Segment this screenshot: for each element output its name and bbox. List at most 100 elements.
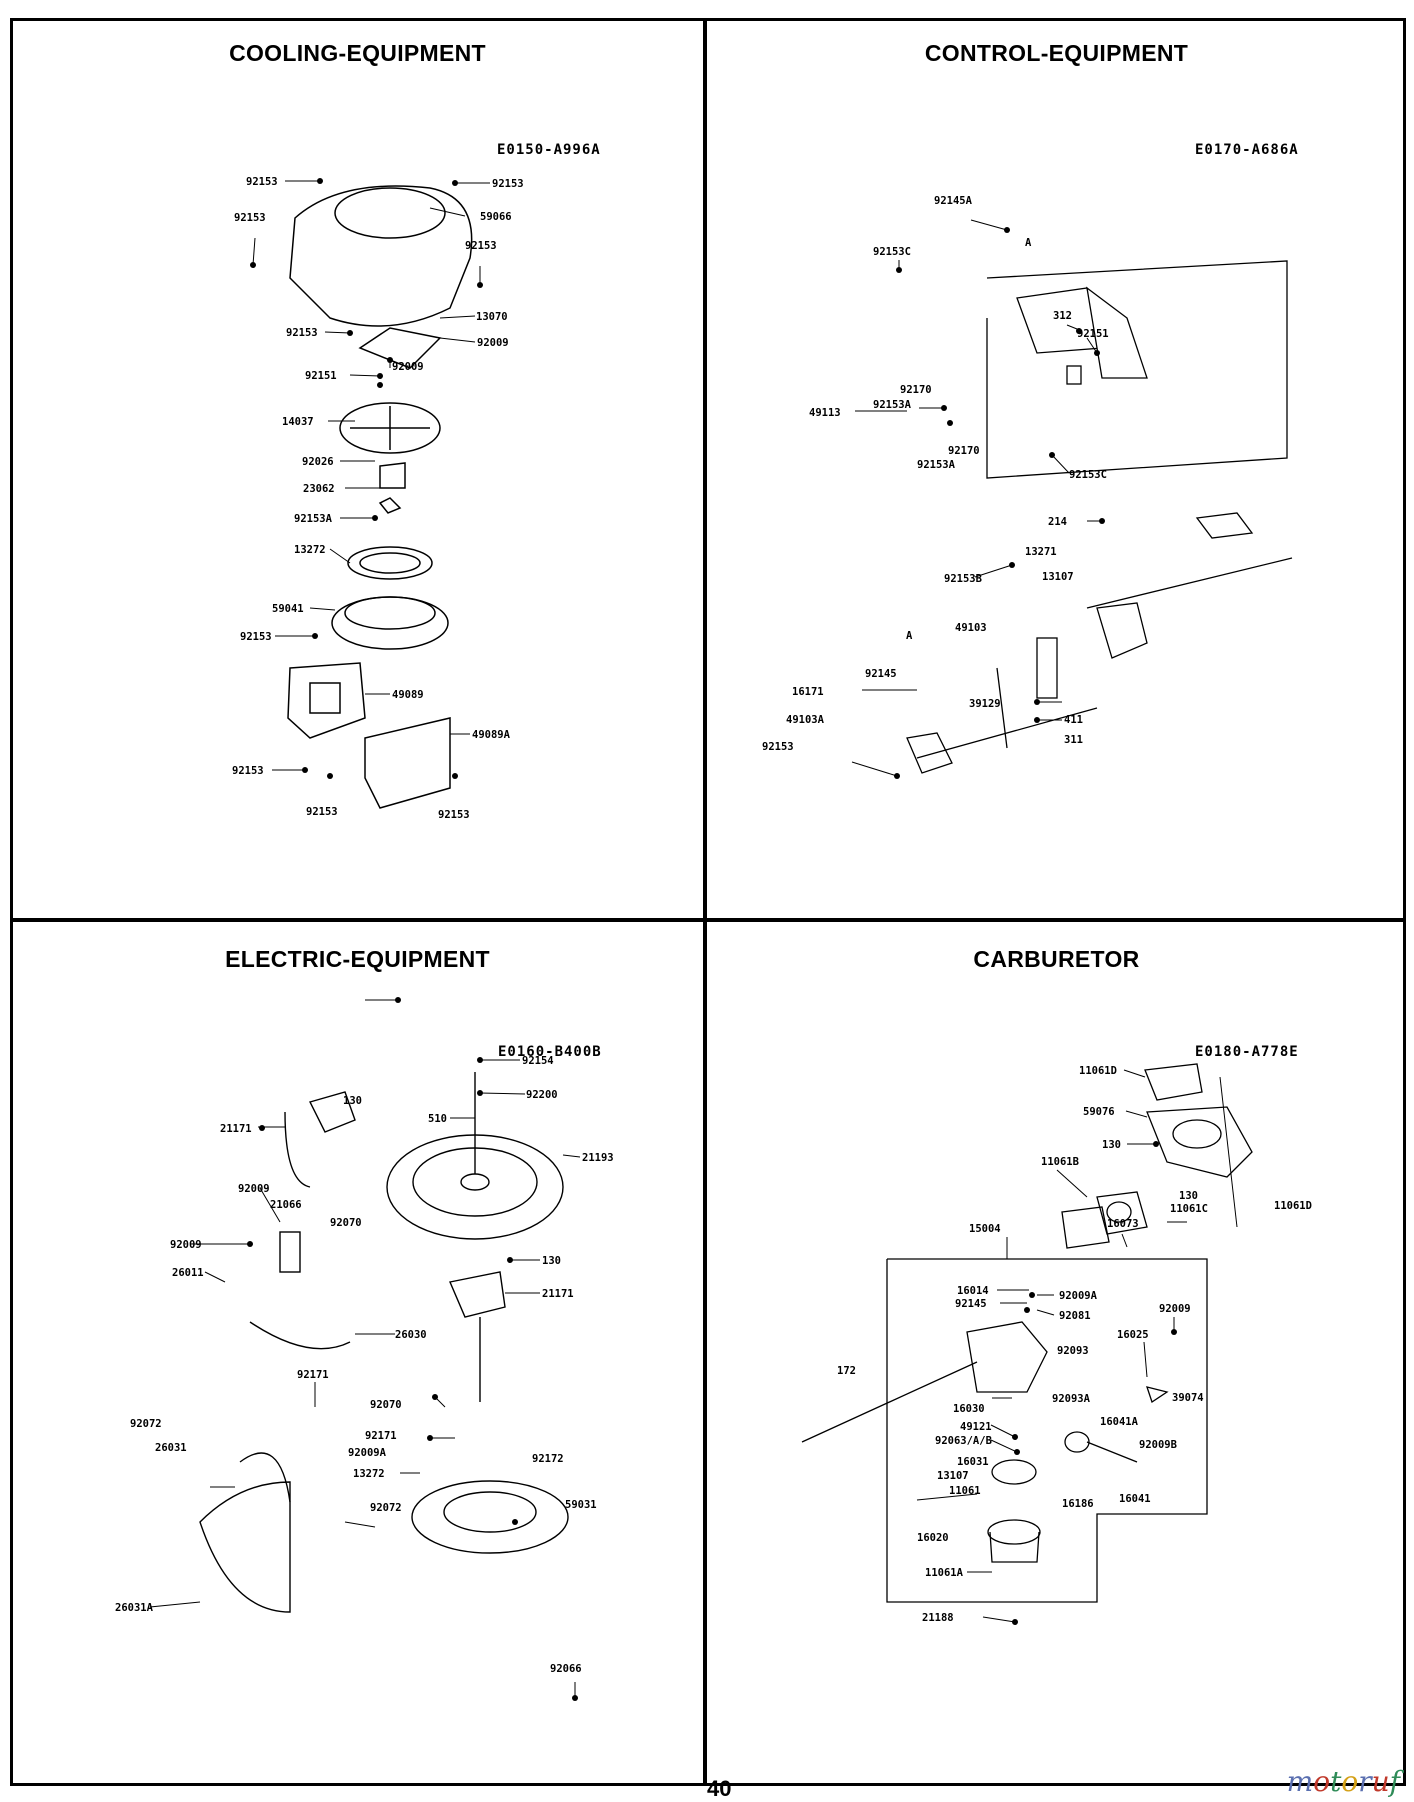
part-label: 21188 xyxy=(922,1612,954,1624)
part-label: 92153C xyxy=(1069,469,1107,481)
part-label: 59041 xyxy=(272,603,304,615)
panel-cooling-equipment: COOLING-EQUIPMENT E0150-A996A xyxy=(10,18,705,918)
panel-title: CONTROL-EQUIPMENT xyxy=(924,40,1189,66)
part-label: 16030 xyxy=(953,1403,985,1415)
part-label: 11061A xyxy=(925,1567,964,1579)
part-label: 16031 xyxy=(957,1456,989,1468)
part-label: 23062 xyxy=(303,483,335,495)
part-label: 92200 xyxy=(526,1089,558,1101)
part-label: 92009A xyxy=(348,1447,387,1459)
part-label: 92153 xyxy=(286,327,318,339)
watermark-letter: t xyxy=(1330,1765,1342,1798)
part-label: 13107 xyxy=(937,1470,969,1482)
part-label: 49103A xyxy=(786,714,825,726)
carburetor-diagram: 11061D 59076 130 11061B 11061C 130 11061… xyxy=(801,1063,1312,1625)
part-label: 26031A xyxy=(115,1602,154,1614)
part-label: 39074 xyxy=(1172,1392,1204,1404)
panel-title: ELECTRIC-EQUIPMENT xyxy=(225,946,490,972)
part-label: 311 xyxy=(1064,734,1083,746)
part-label: 92026 xyxy=(302,456,334,468)
part-label: 92009 xyxy=(477,337,509,349)
part-label: 92009 xyxy=(238,1183,270,1195)
part-label: 92153 xyxy=(762,741,794,753)
part-label: 13070 xyxy=(476,311,508,323)
part-label: 14037 xyxy=(282,416,314,428)
part-label: 11061D xyxy=(1274,1200,1312,1212)
part-label: 49103 xyxy=(955,622,987,634)
part-label: 130 xyxy=(1179,1190,1198,1202)
part-label: 92153 xyxy=(246,176,278,188)
part-label: 16041A xyxy=(1100,1416,1139,1428)
part-label: 16014 xyxy=(957,1285,989,1297)
page-number: 40 xyxy=(707,1776,732,1801)
cooling-diagram: 92153 92153 92153 59066 92153 13070 9215… xyxy=(232,176,524,821)
part-label: 16041 xyxy=(1119,1493,1151,1505)
part-label: 21193 xyxy=(582,1152,614,1164)
part-label: A xyxy=(1025,237,1032,249)
part-label: 510 xyxy=(428,1113,447,1125)
part-label: 92072 xyxy=(130,1418,162,1430)
watermark-logo: motoruf xyxy=(1287,1765,1400,1798)
vertical-divider xyxy=(703,18,707,1786)
diagram-code: E0150-A996A xyxy=(497,142,601,158)
parts-sheet: COOLING-EQUIPMENT E0150-A996A xyxy=(10,18,1406,1801)
part-label: 130 xyxy=(542,1255,561,1267)
electric-diagram: 92154 130 92200 21171 510 21193 92009 21… xyxy=(115,997,614,1701)
control-diagram: 92145A 92153C A 312 92151 92170 92153A 4… xyxy=(762,195,1293,779)
diagram-code: E0160-B400B xyxy=(498,1044,602,1060)
part-label: 92153A xyxy=(294,513,333,525)
part-label: 92009 xyxy=(1159,1303,1191,1315)
part-label: 92151 xyxy=(305,370,337,382)
part-label: 13272 xyxy=(353,1468,385,1480)
part-label: 92009A xyxy=(1059,1290,1098,1302)
part-label: 26031 xyxy=(155,1442,187,1454)
part-label: 130 xyxy=(343,1095,362,1107)
part-label: 214 xyxy=(1048,516,1067,528)
part-label: 92153B xyxy=(944,573,982,585)
part-label: 13107 xyxy=(1042,571,1074,583)
watermark-letter: m xyxy=(1286,1765,1314,1798)
part-label: 92153 xyxy=(465,240,497,252)
part-label: 92153 xyxy=(306,806,338,818)
part-label: 92066 xyxy=(550,1663,582,1675)
part-label: 92153A xyxy=(917,459,956,471)
part-label: 21171 xyxy=(220,1123,252,1135)
part-label: 26030 xyxy=(395,1329,427,1341)
part-label: A xyxy=(906,630,913,642)
part-label: 92153C xyxy=(873,246,911,258)
part-label: 92153 xyxy=(240,631,272,643)
panel-electric-equipment: ELECTRIC-EQUIPMENT E0160-B400B xyxy=(10,922,705,1786)
diagram-code: E0170-A686A xyxy=(1195,142,1299,158)
panel-carburetor: CARBURETOR E0180-A778E xyxy=(707,922,1406,1786)
part-label: 92093A xyxy=(1052,1393,1091,1405)
part-label: 92145A xyxy=(934,195,973,207)
part-label: 92153 xyxy=(492,178,524,190)
part-label: 92153 xyxy=(232,765,264,777)
part-label: 92009B xyxy=(1139,1439,1177,1451)
part-label: 92170 xyxy=(900,384,932,396)
part-label: 49089A xyxy=(472,729,511,741)
part-label: 92072 xyxy=(370,1502,402,1514)
part-label: 49113 xyxy=(809,407,841,419)
panel-title: CARBURETOR xyxy=(973,946,1140,972)
watermark-letter: f xyxy=(1389,1765,1400,1798)
part-label: 92063/A/B xyxy=(935,1435,992,1447)
part-label: 92081 xyxy=(1059,1310,1091,1322)
outer-frame xyxy=(10,18,1406,1786)
part-label: 92070 xyxy=(330,1217,362,1229)
part-label: 92171 xyxy=(365,1430,397,1442)
watermark-letter: o xyxy=(1341,1765,1359,1798)
part-label: 92154 xyxy=(522,1055,554,1067)
part-label: 92009 xyxy=(392,361,424,373)
part-label: 92153 xyxy=(438,809,470,821)
part-label: 39129 xyxy=(969,698,1001,710)
part-label: 312 xyxy=(1053,310,1072,322)
part-label: 11061D xyxy=(1079,1065,1117,1077)
horizontal-divider xyxy=(10,918,1406,922)
part-label: 92170 xyxy=(948,445,980,457)
part-label: 16025 xyxy=(1117,1329,1149,1341)
part-label: 92151 xyxy=(1077,328,1109,340)
part-label: 13271 xyxy=(1025,546,1057,558)
panel-control-equipment: CONTROL-EQUIPMENT E0170-A686A xyxy=(707,18,1406,918)
part-label: 21066 xyxy=(270,1199,302,1211)
